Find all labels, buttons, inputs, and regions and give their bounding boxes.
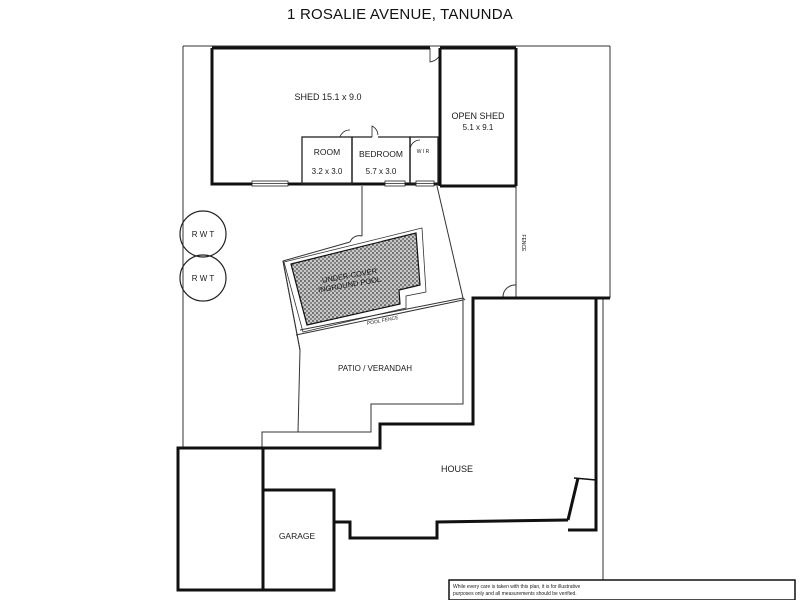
wir-label: W I R (417, 149, 430, 155)
open-shed-label: OPEN SHED (451, 111, 505, 121)
room-label: ROOM (314, 147, 340, 157)
disclaimer-line-2: purposes only and all measurements shoul… (453, 591, 577, 597)
plan-title: 1 ROSALIE AVENUE, TANUNDA (287, 6, 513, 23)
house-label: HOUSE (441, 464, 473, 474)
pool (290, 232, 421, 326)
house-inner-step (573, 477, 597, 481)
garage-outline (176, 446, 336, 592)
shed-windows (251, 180, 435, 187)
wir-door-swing (409, 139, 421, 151)
rwt-tank-2 (179, 254, 227, 302)
fence-label: FENCE (520, 235, 526, 253)
room-size: 3.2 x 3.0 (312, 167, 343, 176)
pool-coping (283, 227, 427, 333)
bedroom-door-swing (371, 125, 379, 137)
shed-label: SHED 15.1 x 9.0 (294, 92, 361, 102)
property-boundary (182, 45, 611, 580)
internal-walls (301, 136, 439, 185)
garage-label: GARAGE (279, 531, 316, 541)
bedroom-size: 5.7 x 3.0 (366, 167, 397, 176)
patio-lines (261, 298, 464, 448)
bedroom-label: BEDROOM (359, 149, 403, 159)
disclaimer-line-1: While every care is taken with this plan… (453, 584, 580, 590)
house-outline (261, 296, 610, 540)
disclaimer-box (448, 579, 796, 600)
yard-lines (349, 185, 517, 299)
rwt-tank-1 (179, 210, 227, 258)
room-door-swing (339, 129, 351, 138)
open-shed-size: 5.1 x 9.1 (463, 123, 494, 132)
rwt-2-label: R W T (192, 274, 215, 283)
patio-label: PATIO / VERANDAH (338, 364, 412, 373)
rwt-1-label: R W T (192, 230, 215, 239)
shed-door-swing (429, 48, 441, 63)
